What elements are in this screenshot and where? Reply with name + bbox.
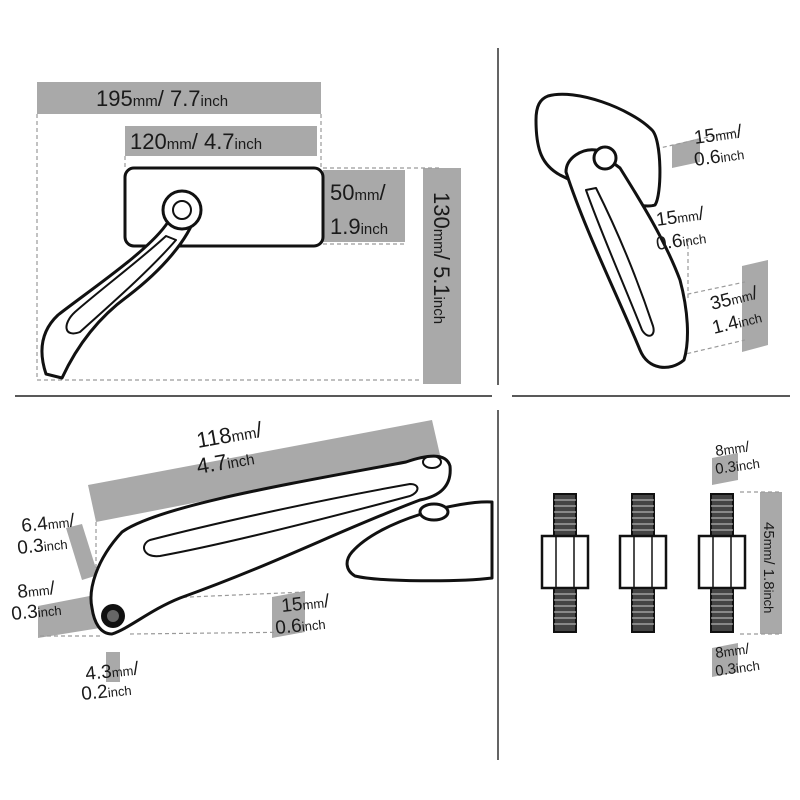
label-arm-length-mm: 118mm/ [195,417,265,453]
label-base-inch: 1.4inch [710,306,764,339]
panel-arm-detail: 118mm/ 4.7inch 6.4mm/ 0.3inch 8mm/ 0.3in… [10,417,494,705]
arm-detail-mirror [345,500,494,583]
dim-bar-head-width [125,126,317,156]
label-pivot-inch: 0.6inch [693,143,746,171]
label-wall-inch: 0.2inch [80,679,132,705]
angled-arm [564,148,689,369]
panel-angled-view: 15mm/ 0.6inch 15mm/ 0.6inch 35mm/ 1.4inc… [534,92,768,369]
dim-bar-wall [106,652,120,682]
label-hole-mm: 8mm/ [16,578,56,603]
label-arm-width-inch: 0.6inch [655,227,708,255]
panel-front-view: 195mm/ 7.7inch 120mm/ 4.7inch 50mm/ 1.9i… [36,82,461,384]
label-bottom-thread-inch: 0.3inch [714,657,761,680]
dim-bar-total-length [760,492,782,634]
arm-detail-mount [418,502,450,522]
arm-detail-body [89,454,452,636]
label-total-length: 45mm/ 1.8inch [760,522,777,613]
label-base-mm: 35mm/ [708,283,760,315]
label-edge-mm: 6.4mm/ [20,510,76,537]
label-total-height: 130mm/ 5.1inch [429,192,454,324]
angled-pivot [592,145,618,171]
label-head-height-mm: 50mm/ [330,180,386,205]
angled-arm-slot [585,187,655,337]
guide-left-bottom [36,114,420,381]
label-arm-width-mm: 15mm/ [655,203,706,231]
dim-bar-base [742,260,768,352]
pivot-ring [161,189,203,231]
arm-detail-bore-inner [107,610,119,622]
guide-bolts [711,491,782,635]
label-hole-inch: 0.3inch [10,599,62,625]
adapter-bolt-2 [618,493,668,633]
arm-slot [65,235,177,335]
dim-bar-arm-height [272,591,305,638]
label-arm-length-inch: 4.7inch [195,444,257,479]
dim-bar-hole [38,594,100,638]
label-edge-inch: 0.3inch [16,533,68,559]
dim-bar-total-width [37,82,321,114]
adapter-bolt-3 [697,493,747,633]
mirror-head [123,166,325,248]
label-wall-mm: 4.3mm/ [84,658,140,685]
dim-bar-total-height [423,168,461,384]
dim-bar-top-thread [712,453,738,485]
label-top-thread-mm: 8mm/ [714,438,751,460]
arm-detail-top-hole [422,455,442,469]
label-head-width: 120mm/ 4.7inch [130,129,262,154]
label-arm-height-inch: 0.6inch [274,613,326,639]
dim-bar-bottom-thread [712,643,738,677]
dim-bar-arm-length [88,420,440,522]
dim-bar-edge [66,524,98,580]
label-arm-height-mm: 15mm/ [280,591,331,617]
arm-detail-slot [143,483,419,558]
adapter-bolt-1 [540,493,590,633]
panel-adapter-bolts: 8mm/ 0.3inch 45mm/ 1.8inch 8mm/ 0.3inch [540,438,782,680]
label-pivot-mm: 15mm/ [693,121,744,149]
pivot-bolt [172,200,192,220]
dim-bar-pivot [672,138,700,168]
label-total-width: 195mm/ 7.7inch [96,86,228,111]
dim-bar-head-height [323,170,405,242]
label-top-thread-inch: 0.3inch [714,455,761,478]
label-bottom-thread-mm: 8mm/ [714,640,751,662]
label-head-height-inch: 1.9inch [330,214,388,239]
